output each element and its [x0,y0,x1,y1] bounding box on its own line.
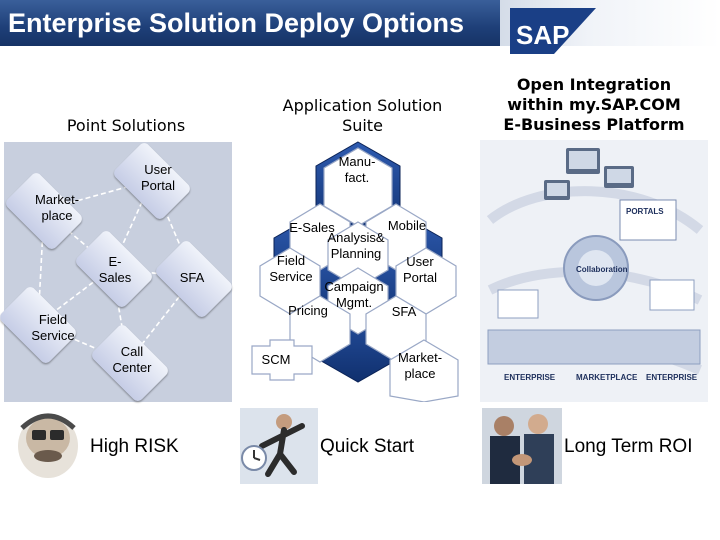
header: Enterprise Solution Deploy Options SAP [0,0,720,58]
label-sfa: SFA [172,270,212,286]
outcome-high-risk: High RISK [90,436,179,458]
label-marketplace: Market-place [30,192,84,224]
runner-image [240,408,318,484]
label-e-sales: E-Sales [92,254,138,286]
label-suite-sfa: SFA [384,304,424,320]
platform-label-collaboration: Collaboration [576,265,628,274]
platform-diagram: PORTALS Collaboration ENTERPRISE MARKETP… [480,140,708,402]
handshake-image [482,408,562,484]
label-scm: SCM [254,352,298,368]
label-analysis: Analysis&Planning [318,230,394,262]
sap-logo-text: SAP [516,20,569,50]
platform-label-enterprise-left: ENTERPRISE [504,373,556,382]
label-manufact: Manu-fact. [332,154,382,186]
heading-application-suite: Application Solution Suite [250,96,475,136]
worried-person-image [8,408,88,480]
platform-label-portals: PORTALS [626,207,664,216]
heading-point-solutions: Point Solutions [36,116,216,136]
platform-illustration: PORTALS Collaboration ENTERPRISE MARKETP… [480,140,708,402]
title-bar: Enterprise Solution Deploy Options [0,0,500,46]
heading-open-integration: Open Integration within my.SAP.COM E-Bus… [484,75,704,135]
page-title: Enterprise Solution Deploy Options [8,8,464,39]
outcome-long-term-roi: Long Term ROI [564,436,692,458]
outcome-quick-start: Quick Start [320,436,414,458]
platform-label-marketplace: MARKETPLACE [576,373,638,382]
label-pricing: Pricing [282,303,334,319]
sap-logo: SAP [510,4,596,54]
label-suite-marketplace: Market-place [392,350,448,382]
platform-label-enterprise-right: ENTERPRISE [646,373,698,382]
